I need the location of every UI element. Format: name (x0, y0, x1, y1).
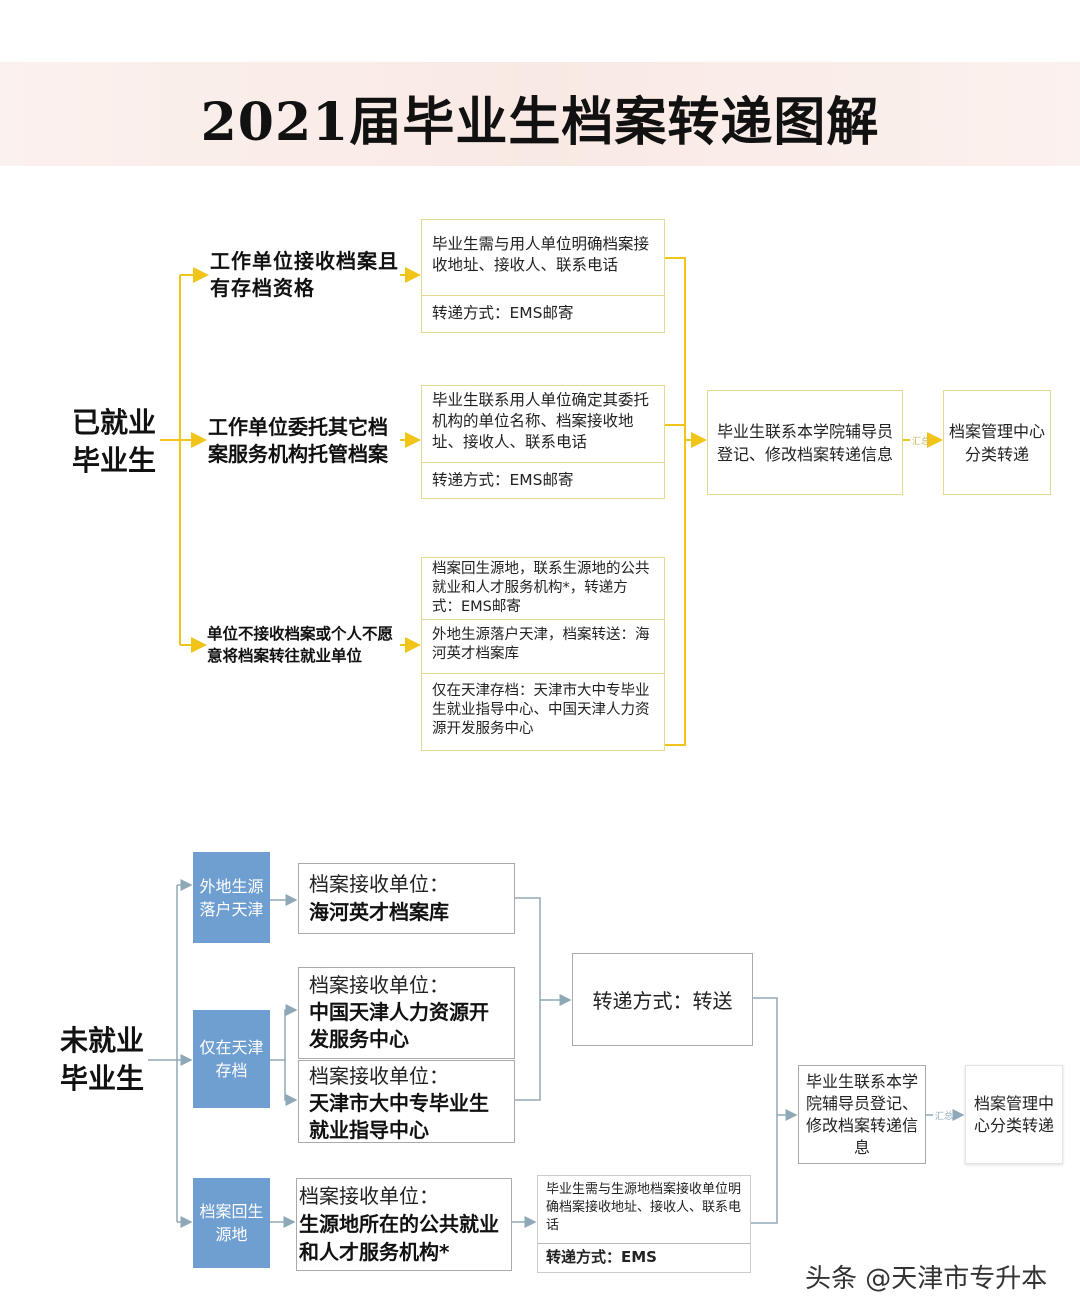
receiver-box: 档案接收单位： 海河英才档案库 (298, 863, 515, 934)
receiver-box: 档案接收单位： 天津市大中专毕业生就业指导中心 (298, 1060, 515, 1143)
employed-connectors (160, 257, 943, 746)
detail-row: 外地生源落户天津，档案转送：海河英才档案库 (422, 619, 664, 673)
category-box: 档案回生源地 (193, 1178, 270, 1268)
receiver-name: 生源地所在的公共就业和人才服务机构* (299, 1212, 499, 1264)
method-row: 转递方式：EMS (538, 1243, 750, 1271)
receiver-box: 档案接收单位： 生源地所在的公共就业和人才服务机构* (296, 1178, 512, 1271)
employed-heading: 已就业毕业生 (72, 406, 157, 477)
contact-counselor-box: 毕业生联系本学院辅导员登记、修改档案转递信息 (798, 1065, 926, 1164)
detail-row: 仅在天津存档：天津市大中专毕业生就业指导中心、中国天津人力资源开发服务中心 (422, 673, 664, 750)
detail-row: 毕业生联系用人单位确定其委托机构的单位名称、档案接收地址、接收人、联系电话 (432, 391, 650, 451)
archive-center-box: 档案管理中心分类转递 (965, 1065, 1063, 1164)
contact-counselor-box: 毕业生联系本学院辅导员登记、修改档案转递信息 (707, 390, 903, 495)
summary-label: 汇总 (912, 435, 930, 447)
receiver-name: 海河英才档案库 (309, 900, 449, 924)
branch-detail-box: 档案回生源地，联系生源地的公共就业和人才服务机构*，转递方式：EMS邮寄 外地生… (421, 557, 665, 751)
branch-label: 工作单位委托其它档案服务机构托管档案 (208, 415, 388, 466)
watermark: 头条 @天津市专升本 (805, 1264, 1048, 1294)
receiver-title: 档案接收单位： (299, 1184, 439, 1208)
category-box: 外地生源落户天津 (193, 852, 270, 943)
branch-label: 工作单位接收档案且有存档资格 (210, 249, 399, 300)
branch-label: 单位不接收档案或个人不愿意将档案转往就业单位 (207, 625, 394, 665)
receiver-name: 天津市大中专毕业生就业指导中心 (309, 1091, 489, 1142)
receiver-title: 档案接收单位： (309, 872, 449, 896)
receiver-name: 中国天津人力资源开发服务中心 (309, 1000, 489, 1051)
page-title: 2021届毕业生档案转递图解 (200, 92, 880, 153)
unemployed-heading: 未就业毕业生 (60, 1024, 145, 1095)
branch-detail-box: 毕业生联系用人单位确定其委托机构的单位名称、档案接收地址、接收人、联系电话 转递… (421, 385, 665, 499)
unemployed-connectors (148, 879, 965, 1228)
transfer-method-box: 转递方式：转送 (572, 953, 753, 1046)
receiver-title: 档案接收单位： (309, 973, 449, 997)
detail-row: 档案回生源地，联系生源地的公共就业和人才服务机构*，转递方式：EMS邮寄 (432, 561, 650, 615)
category-box: 仅在天津存档 (193, 1010, 270, 1108)
method-row: 转递方式：EMS邮寄 (422, 295, 664, 331)
title-band (0, 62, 1080, 166)
receiver-box: 档案接收单位： 中国天津人力资源开发服务中心 (298, 967, 515, 1059)
detail-row: 毕业生需与用人单位明确档案接收地址、接收人、联系电话 (432, 235, 650, 274)
detail-row: 毕业生需与生源地档案接收单位明确档案接收地址、接收人、联系电话 (546, 1182, 742, 1233)
method-row: 转递方式：EMS邮寄 (422, 462, 664, 498)
branch-detail-box: 毕业生需与用人单位明确档案接收地址、接收人、联系电话 转递方式：EMS邮寄 (421, 219, 665, 333)
archive-center-box: 档案管理中心分类转递 (943, 390, 1051, 495)
summary-label: 汇总 (935, 1110, 953, 1122)
receiver-title: 档案接收单位： (309, 1064, 449, 1088)
origin-detail-box: 毕业生需与生源地档案接收单位明确档案接收地址、接收人、联系电话 转递方式：EMS (537, 1175, 751, 1273)
